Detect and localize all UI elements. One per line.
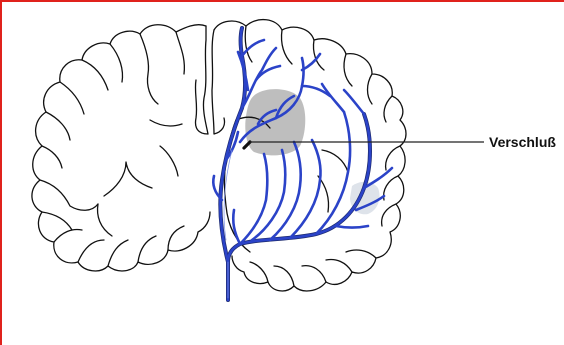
left-hemisphere — [32, 25, 210, 271]
middle-cerebral-artery — [213, 28, 392, 300]
occlusion-point — [244, 142, 250, 148]
occlusion-label: Verschluß — [489, 134, 556, 150]
